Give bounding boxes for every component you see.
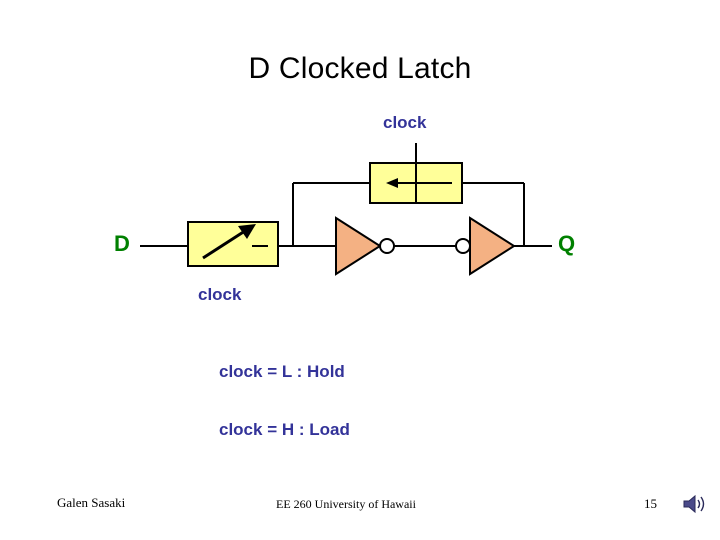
footer-page-number: 15 [644, 496, 657, 511]
clock-label-top: clock [383, 113, 427, 132]
inverter-1 [335, 216, 395, 276]
note-hold: clock = L : Hold [219, 362, 345, 381]
page-title: D Clocked Latch [248, 52, 472, 85]
note-load: clock = H : Load [219, 420, 350, 439]
d-transmission-gate [187, 221, 279, 267]
clock-transmission-gate-top [369, 143, 463, 204]
input-label-d: D [114, 231, 130, 256]
footer-course: EE 260 University of Hawaii [276, 497, 416, 511]
output-label-q: Q [558, 231, 576, 256]
clock-label-bottom: clock [198, 285, 242, 304]
footer-author: Galen Sasaki [57, 495, 126, 510]
speaker-icon[interactable] [682, 493, 708, 515]
inverter-2 [455, 216, 516, 276]
